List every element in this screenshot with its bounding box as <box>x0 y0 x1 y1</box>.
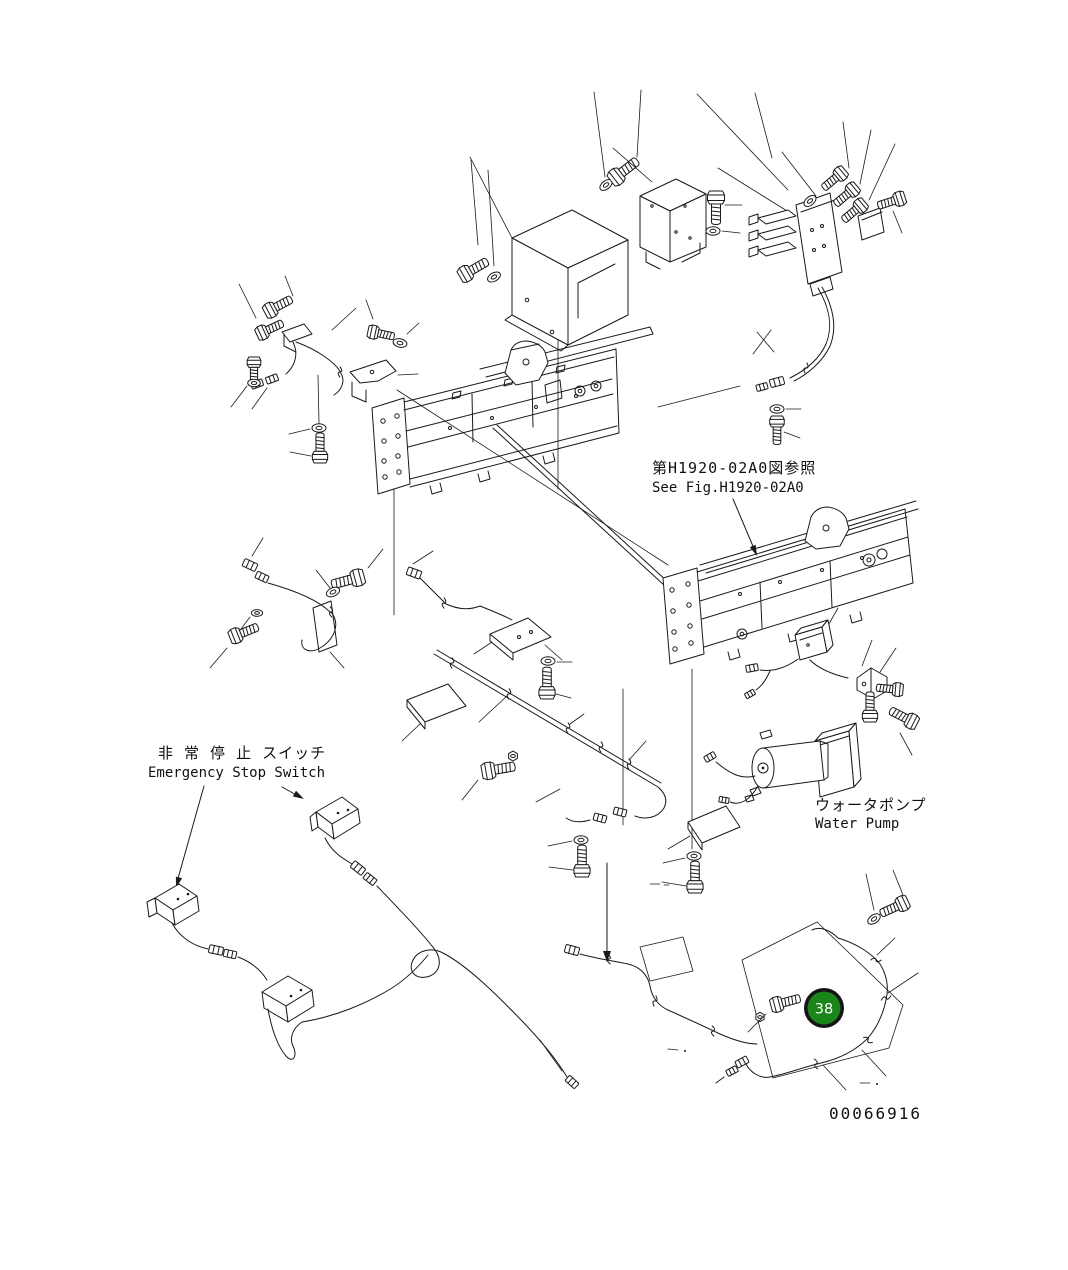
frame-rail-right <box>663 501 918 664</box>
doc-number: 00066916 <box>829 1104 922 1123</box>
cover-bracket <box>455 157 628 351</box>
controller-box <box>613 148 742 269</box>
see-fig-label-en: See Fig.H1920-02A0 <box>652 480 804 496</box>
callout-circle[interactable] <box>807 991 841 1025</box>
see-fig-arrow <box>733 499 755 551</box>
clamp-flag <box>640 937 693 981</box>
clamp-plate <box>313 601 337 652</box>
construction-lines <box>394 336 692 849</box>
clamp-plate <box>407 684 466 722</box>
harness-bottom-right <box>563 863 918 1090</box>
manifold-harness <box>658 287 834 445</box>
water-pump-label-jp: ウォータポンプ <box>815 796 927 814</box>
sensor-group-left <box>231 276 419 464</box>
emergency-stop-label-en: Emergency Stop Switch <box>148 765 325 781</box>
frame-rail-left <box>372 327 653 494</box>
callout-38[interactable]: 38 <box>804 988 844 1028</box>
relay-bracket-group <box>744 608 921 755</box>
clamp-plate <box>688 806 740 843</box>
harness-outline <box>742 922 903 1078</box>
emergency-stop-label-jp: 非 常 停 止 スイッチ <box>158 744 326 762</box>
callout-number: 38 <box>815 1002 833 1018</box>
top-fastener-group <box>594 90 644 194</box>
connector-manifold <box>697 93 908 296</box>
water-pump-group: ウォータポンプ Water Pump <box>703 723 927 832</box>
water-pump-label-en: Water Pump <box>815 816 899 832</box>
see-fig-reference: 第H1920-02A0図参照 See Fig.H1920-02A0 <box>652 459 816 556</box>
emergency-stop-group: 非 常 停 止 スイッチ Emergency Stop Switch <box>147 744 580 1090</box>
wiring-harness-main <box>210 538 740 894</box>
see-fig-label-jp: 第H1920-02A0図参照 <box>652 459 816 477</box>
